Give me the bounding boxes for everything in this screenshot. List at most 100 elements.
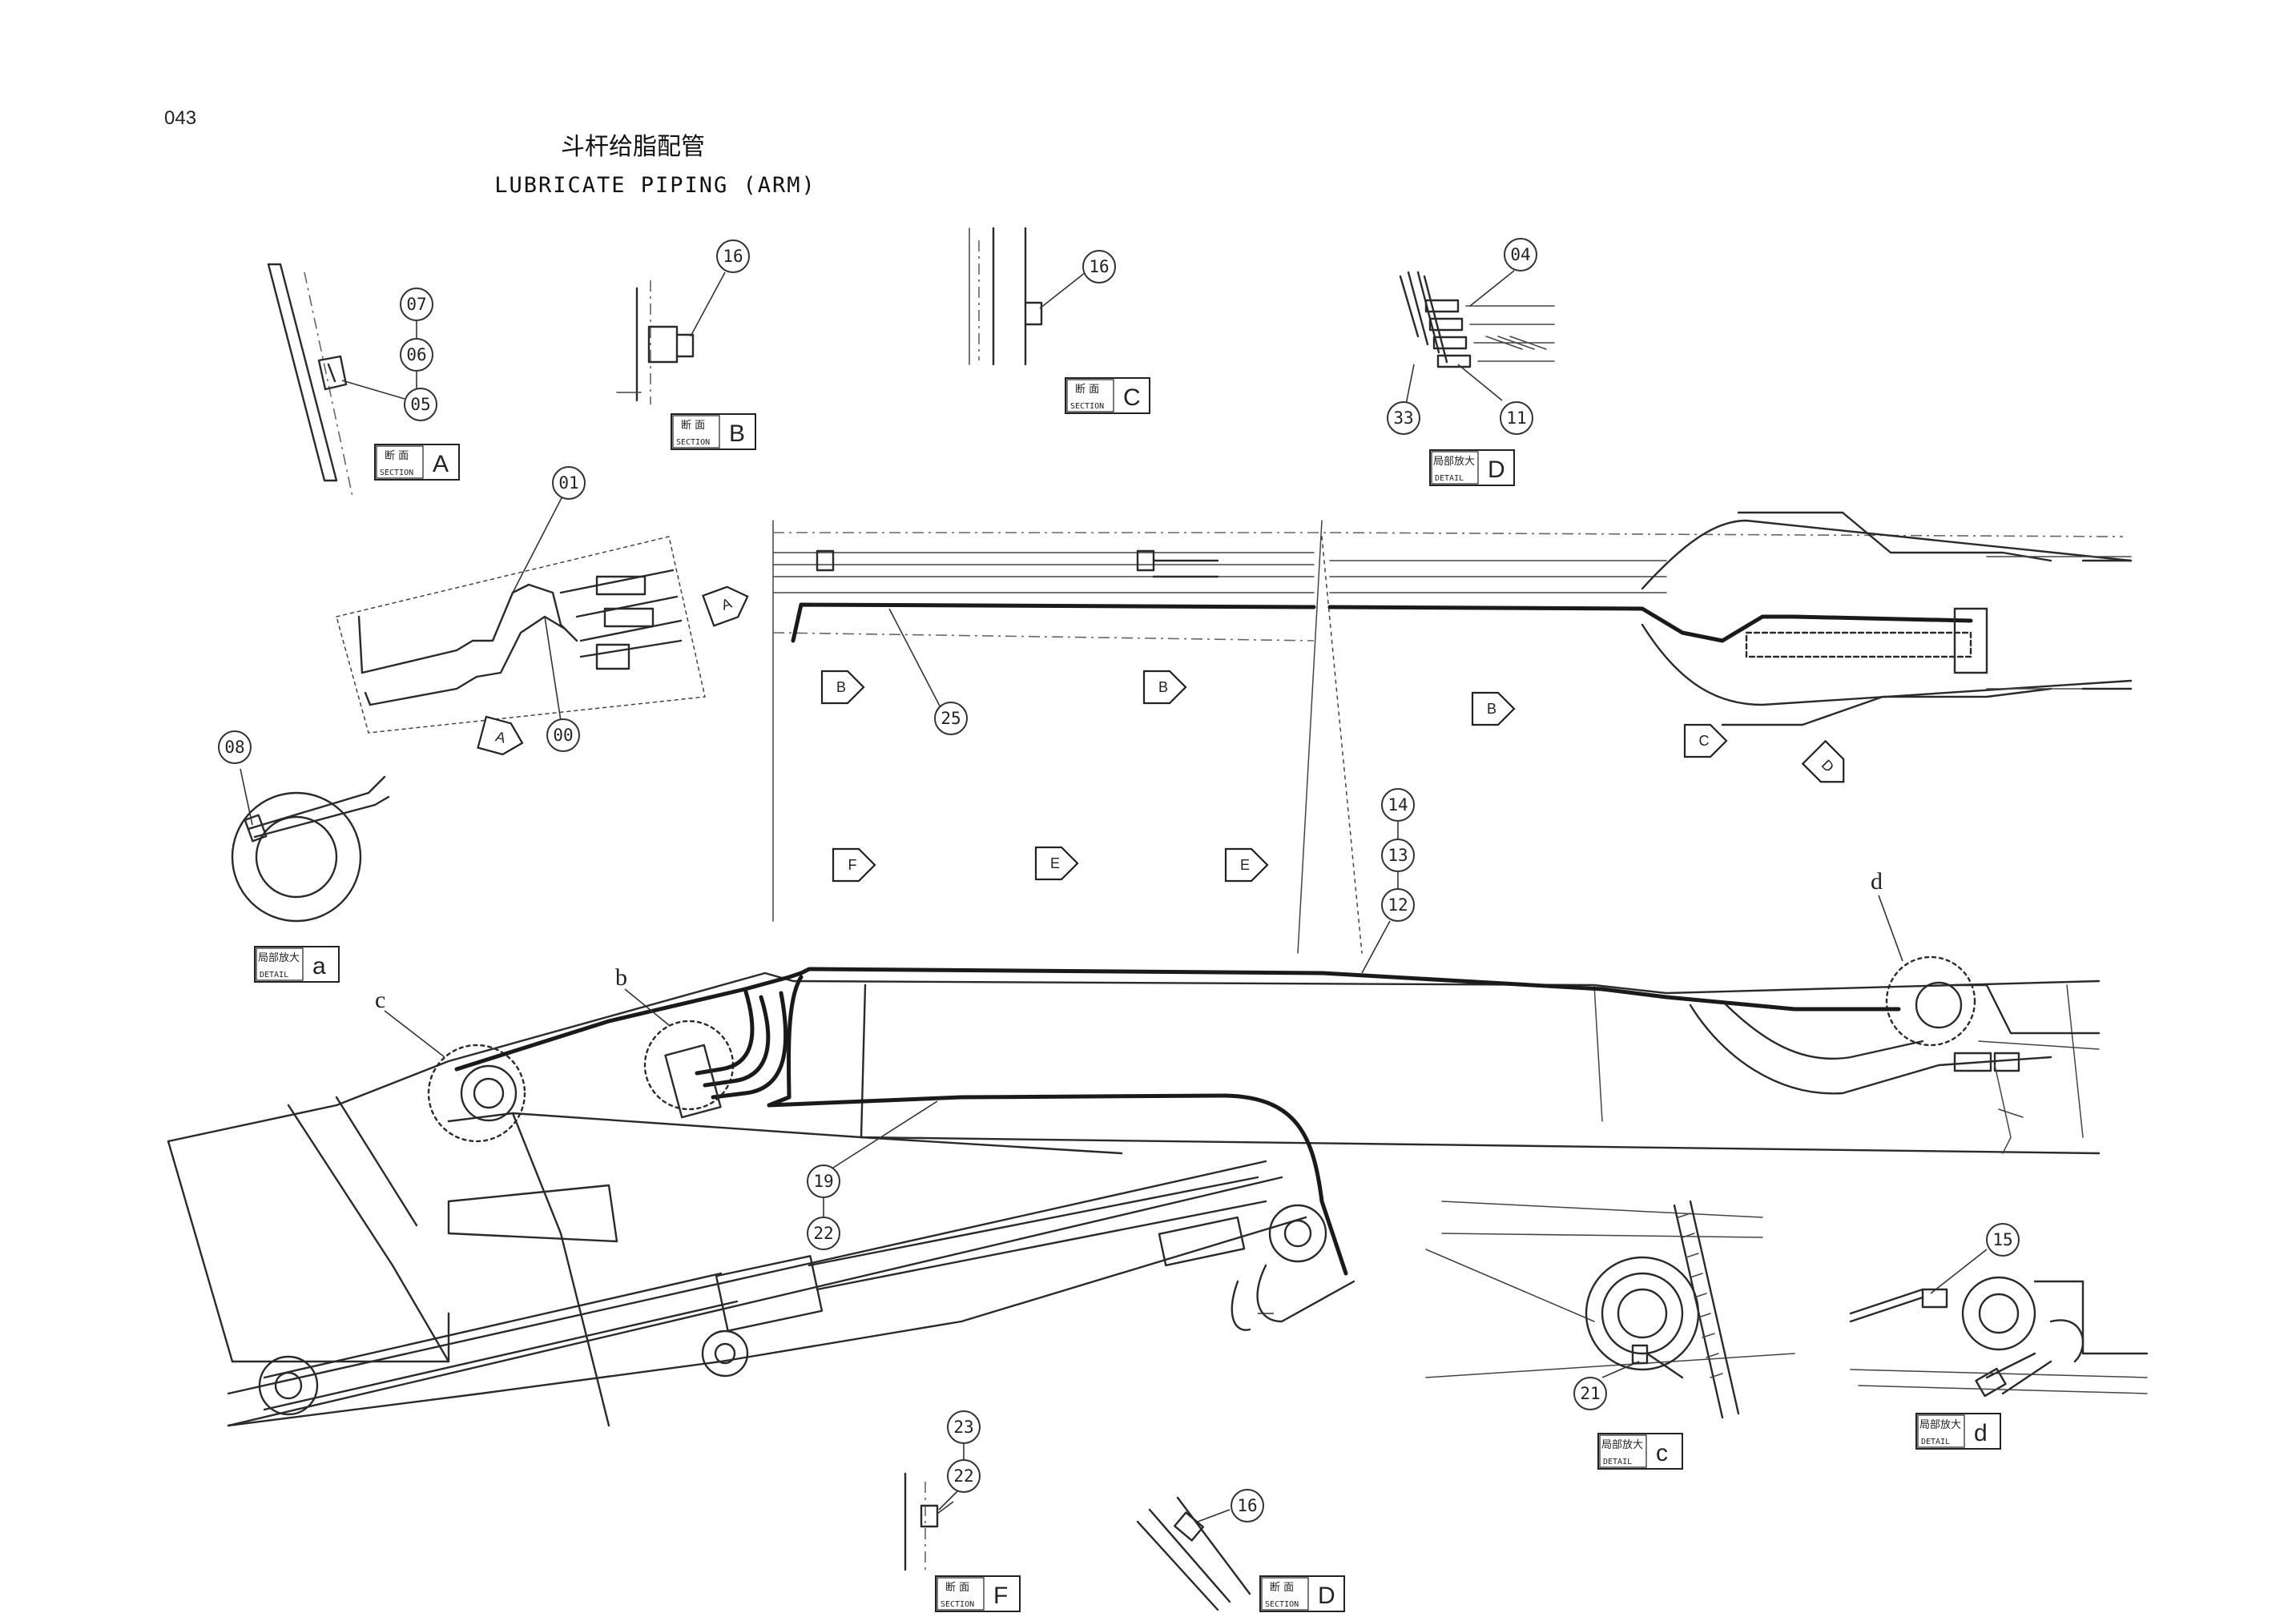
section-b-view xyxy=(616,272,726,404)
svg-text:16: 16 xyxy=(723,247,743,266)
detail-d-top-view xyxy=(1399,270,1555,405)
arm-lube-pipes xyxy=(454,967,1901,1276)
callout-21: 21 xyxy=(1573,1377,1607,1410)
svg-text:33: 33 xyxy=(1393,408,1413,428)
callout-25: 25 xyxy=(934,702,968,735)
detail-a-view xyxy=(231,768,390,923)
section-a-view xyxy=(267,263,417,497)
callout-08: 08 xyxy=(218,730,252,764)
view-arrow-d: D xyxy=(1801,739,1845,783)
svg-text:局部放大: 局部放大 xyxy=(1601,1439,1643,1451)
svg-text:06: 06 xyxy=(406,345,426,364)
callout-19: 19 xyxy=(807,1164,840,1198)
section-c-view xyxy=(969,227,1086,366)
svg-text:21: 21 xyxy=(1580,1384,1600,1403)
label-section-b: 断 面 SECTION B xyxy=(671,413,756,450)
svg-text:A: A xyxy=(494,728,508,746)
callout-11: 11 xyxy=(1500,401,1533,435)
view-arrow-b-2: B xyxy=(1142,670,1187,705)
svg-text:DETAIL: DETAIL xyxy=(1603,1458,1632,1466)
callout-22-main: 22 xyxy=(807,1217,840,1250)
callout-01: 01 xyxy=(552,466,586,500)
label-detail-a: 局部放大 DETAIL a xyxy=(254,946,340,983)
svg-text:D: D xyxy=(1488,457,1505,483)
svg-text:11: 11 xyxy=(1506,408,1526,428)
section-f-view xyxy=(904,1472,954,1571)
svg-text:DETAIL: DETAIL xyxy=(260,971,288,979)
svg-text:局部放大: 局部放大 xyxy=(258,952,300,964)
svg-text:F: F xyxy=(993,1583,1008,1609)
svg-text:05: 05 xyxy=(410,395,430,414)
svg-text:07: 07 xyxy=(406,295,426,314)
view-arrow-f: F xyxy=(832,847,876,883)
svg-text:断 面: 断 面 xyxy=(681,420,705,432)
callout-16-section-d: 16 xyxy=(1231,1489,1264,1522)
svg-text:E: E xyxy=(1050,855,1060,871)
svg-text:14: 14 xyxy=(1388,795,1408,815)
svg-text:01: 01 xyxy=(558,473,578,493)
svg-text:A: A xyxy=(433,451,449,477)
detail-c-view xyxy=(1425,1200,1795,1419)
manifold-view-a xyxy=(336,489,706,734)
callout-04: 04 xyxy=(1504,238,1537,272)
view-arrow-e-2: E xyxy=(1224,847,1269,883)
svg-text:局部放大: 局部放大 xyxy=(1919,1419,1961,1431)
callout-16-section-c: 16 xyxy=(1082,250,1116,284)
svg-text:16: 16 xyxy=(1089,257,1109,276)
svg-text:C: C xyxy=(1699,733,1710,749)
detail-letter-b: b xyxy=(615,964,627,991)
svg-text:d: d xyxy=(1974,1420,1988,1446)
upper-arm-strip-right xyxy=(1327,511,2133,726)
svg-text:08: 08 xyxy=(224,738,244,757)
svg-text:断 面: 断 面 xyxy=(1270,1582,1294,1594)
label-detail-c: 局部放大 DETAIL c xyxy=(1597,1433,1683,1470)
detail-letter-c: c xyxy=(375,987,385,1013)
callout-07: 07 xyxy=(400,288,433,321)
svg-text:12: 12 xyxy=(1388,895,1408,915)
view-arrow-b-3: B xyxy=(1471,691,1516,726)
detail-letter-d: d xyxy=(1871,868,1883,895)
svg-text:22: 22 xyxy=(813,1224,833,1243)
view-arrow-b-1: B xyxy=(820,670,865,705)
callout-15: 15 xyxy=(1986,1223,2020,1257)
svg-text:22: 22 xyxy=(953,1466,973,1486)
title-english: LUBRICATE PIPING (ARM) xyxy=(494,173,816,198)
callout-05: 05 xyxy=(404,388,437,421)
label-section-f: 断 面 SECTION F xyxy=(935,1575,1021,1612)
svg-text:23: 23 xyxy=(953,1418,973,1437)
svg-text:B: B xyxy=(1487,701,1496,717)
svg-text:c: c xyxy=(1656,1440,1668,1466)
svg-text:DETAIL: DETAIL xyxy=(1921,1438,1950,1446)
svg-text:13: 13 xyxy=(1388,846,1408,865)
svg-text:DETAIL: DETAIL xyxy=(1435,474,1464,483)
label-section-d-bottom: 断 面 SECTION D xyxy=(1259,1575,1345,1612)
svg-text:E: E xyxy=(1240,857,1250,873)
svg-text:16: 16 xyxy=(1237,1496,1257,1515)
svg-text:19: 19 xyxy=(813,1172,833,1191)
callout-12: 12 xyxy=(1381,888,1415,922)
callout-00: 00 xyxy=(546,718,580,752)
svg-text:SECTION: SECTION xyxy=(676,438,710,447)
callout-06: 06 xyxy=(400,338,433,372)
svg-text:SECTION: SECTION xyxy=(1265,1600,1299,1609)
svg-text:局部放大: 局部放大 xyxy=(1433,456,1475,468)
svg-text:断 面: 断 面 xyxy=(945,1582,969,1594)
svg-text:B: B xyxy=(1158,679,1168,695)
svg-text:00: 00 xyxy=(553,726,573,745)
svg-text:B: B xyxy=(729,420,745,447)
main-arm-body xyxy=(167,955,2101,1427)
callout-13: 13 xyxy=(1381,839,1415,872)
svg-text:C: C xyxy=(1123,384,1141,411)
callout-16-section-b: 16 xyxy=(716,239,750,273)
view-arrow-a-top: A xyxy=(702,585,749,627)
label-section-c: 断 面 SECTION C xyxy=(1065,377,1150,414)
svg-text:04: 04 xyxy=(1510,245,1530,264)
svg-text:断 面: 断 面 xyxy=(1075,384,1099,396)
view-arrow-a-bottom: A xyxy=(477,715,524,756)
upper-arm-strip xyxy=(772,520,1363,954)
svg-text:F: F xyxy=(848,857,857,873)
page-number: 043 xyxy=(164,107,196,129)
callout-23: 23 xyxy=(947,1410,981,1444)
svg-text:SECTION: SECTION xyxy=(1070,402,1104,411)
